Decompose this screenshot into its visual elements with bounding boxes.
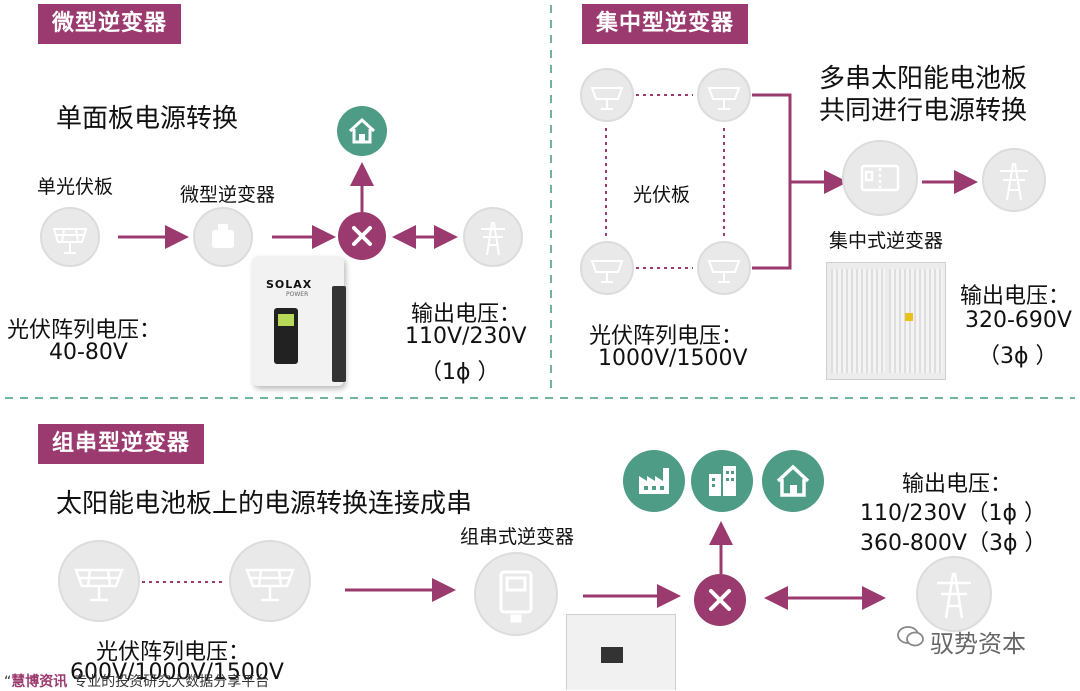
string-inverter-label: 组串式逆变器 [460,526,575,548]
string-subtitle: 太阳能电池板上的电源转换连接成串 [56,489,473,519]
string-inverter-tag: 组串型逆变器 [38,424,205,464]
solar-panel-icon [580,241,634,295]
micro-output-phase: （1ϕ ） [420,360,500,385]
microinverter-icon [193,207,253,267]
micro-array-voltage-value: 40-80V [49,340,128,365]
cabinet-left-door [831,269,885,373]
solar-panel-icon [229,540,311,622]
home-icon [337,106,387,156]
junction-x-icon [338,212,386,260]
string-array-voltage-value: 600V/1000V/1500V [70,660,284,685]
solax-inverter-image: SOLAX POWER [252,256,346,386]
single-panel-label: 单光伏板 [37,176,114,198]
solax-side-fins [332,286,346,382]
source-brand: 慧博资讯 [11,674,68,690]
central-desc-line2: 共同进行电源转换 [819,96,1028,126]
central-inverter-tag: 集中型逆变器 [582,4,749,44]
wechat-icon [896,624,926,650]
central-array-voltage-value: 1000V/1500V [598,346,748,371]
central-inverter-icon [842,140,918,216]
solar-panel-icon [580,68,634,122]
central-output-value: 320-690V [965,308,1072,333]
string-inverter-display [601,647,623,663]
central-panel-label: 光伏板 [633,184,691,206]
central-desc-line1: 多串太阳能电池板 [819,64,1028,94]
string-output-line1: 110/230V（1ϕ ） [860,501,1046,526]
solax-screen [278,314,294,326]
home-icon [762,450,824,512]
watermark: 驭势资本 [930,630,1026,658]
central-inverter-cabinet-image [826,262,946,380]
source-note: “慧博资讯专业的投资研究大数据分享平台 [4,671,269,691]
cabinet-right-door [889,269,943,373]
string-inverter-icon [474,552,558,636]
grid-tower-icon [916,556,992,632]
warning-icon [905,313,913,321]
micro-output-value: 110V/230V [405,324,527,349]
junction-x-icon [694,574,746,626]
solar-panel-icon [58,540,140,622]
central-bus-line [752,93,792,270]
factory-icon [623,450,685,512]
solar-panel-icon [40,207,100,267]
grid-tower-icon [982,148,1046,212]
micro-array-voltage-label: 光伏阵列电压： [7,318,162,343]
solax-brand-sub: POWER [286,291,309,298]
buildings-icon [691,450,753,512]
source-prefix: “ [4,674,12,690]
string-array-voltage-label: 光伏阵列电压： [96,640,251,665]
central-output-label: 输出电压： [960,284,1071,309]
micro-subtitle: 单面板电源转换 [56,104,239,134]
micro-output-label: 输出电压： [411,302,522,327]
micro-inverter-label: 微型逆变器 [180,184,276,206]
central-array-voltage-label: 光伏阵列电压： [589,324,744,349]
string-output-line2: 360-800V（3ϕ ） [860,531,1047,556]
string-inverter-image [566,614,676,690]
solax-display-panel [274,308,298,364]
grid-tower-icon [463,207,523,267]
central-inverter-label: 集中式逆变器 [829,230,944,252]
source-text: 专业的投资研究大数据分享平台 [73,674,270,690]
solax-brand: SOLAX [266,278,313,291]
central-output-phase: （3ϕ ） [978,344,1058,369]
solar-panel-icon [697,241,751,295]
solar-panel-icon [697,68,751,122]
micro-inverter-tag: 微型逆变器 [38,4,182,44]
string-output-label: 输出电压： [902,472,1013,497]
